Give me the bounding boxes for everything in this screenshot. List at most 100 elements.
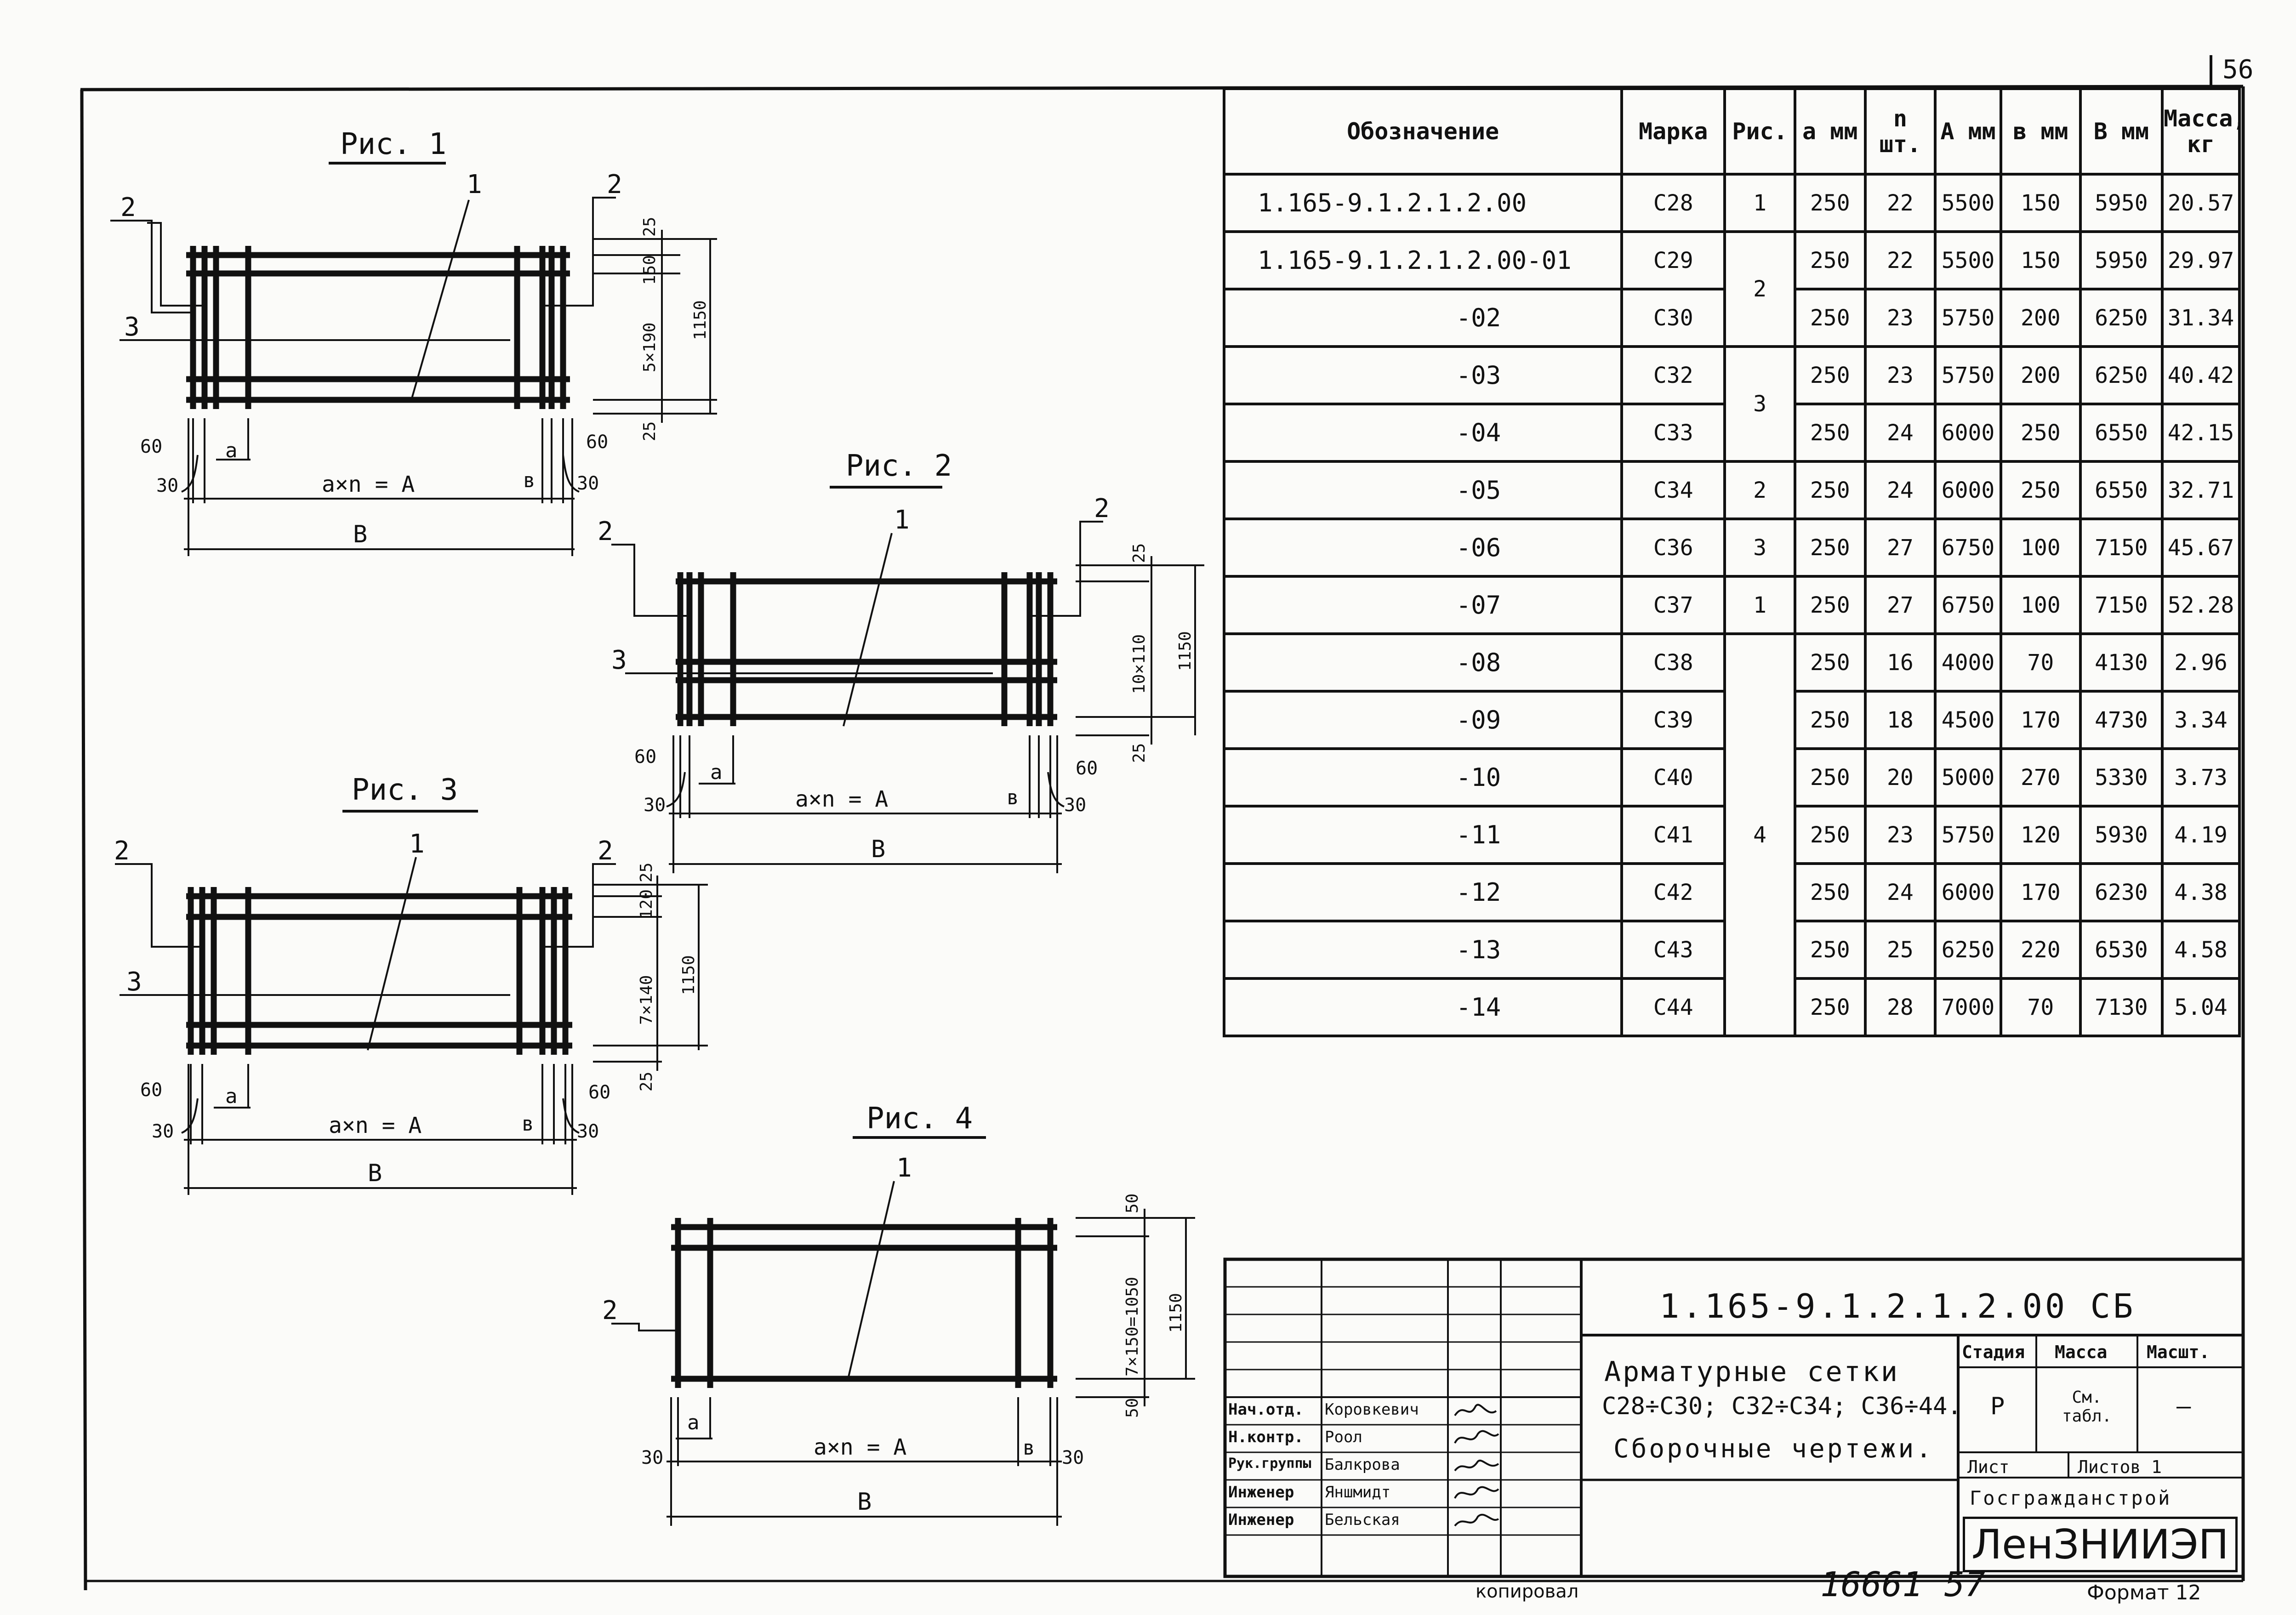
fig1-dim-b: в [523,469,536,492]
fig1-dim-a: a [225,439,238,462]
cell-mark: С37 [1620,575,1726,635]
sheets-count: Листов 1 [2078,1457,2162,1477]
fig2-dim-total: 1150 [1176,631,1195,671]
fig3-callout-2-left: 2 [114,836,130,866]
cell-mass: 4.19 [2160,805,2241,865]
mesh-2 [676,572,1057,726]
fig1-callout-2-right: 2 [607,170,622,199]
cell-A: 6750 [1934,517,2002,578]
cell-n: 28 [1863,977,1937,1037]
fig1-dim-B: B [353,521,367,548]
table-row: -06 С36 3 250 27 6750 100 7150 45.67 [1222,517,2241,578]
cell-n: 22 [1863,173,1937,233]
cell-designation: 1.165-9.1.2.1.2.00 [1222,173,1624,233]
cell-b: 250 [1999,403,2082,463]
cell-n: 24 [1863,862,1937,922]
table-row: -03 С32 3 250 23 5750 200 6250 40.42 [1222,345,2241,463]
cell-mass: 40.42 [2160,345,2241,405]
cell-b: 170 [1999,862,2082,922]
cell-B: 7130 [2079,977,2164,1037]
cell-mass: 4.38 [2160,862,2241,922]
cell-mass: 4.58 [2160,920,2241,980]
cell-b: 70 [1999,632,2082,693]
cell-a: 250 [1793,690,1867,750]
cell-a: 250 [1793,460,1867,520]
cell-B: 7150 [2079,575,2164,635]
header-B: B мм [2079,87,2164,176]
signature-role-1: Нач.отд. [1228,1400,1304,1419]
cell-designation: -10 [1222,747,1624,808]
cell-A: 7000 [1934,977,2002,1037]
cell-B: 5330 [2079,747,2164,808]
cell-n: 22 [1863,230,1937,290]
organization-ministry: Госгражданстрой [1970,1487,2172,1509]
cell-figure: 2 [1723,460,1796,520]
cell-n: 20 [1863,747,1937,808]
table-row: -08 С38 4 250 16 4000 70 4130 2.96 [1222,632,2241,1037]
scale-label: Масшт. [2147,1342,2210,1362]
archive-number: 16661 [1820,1565,1923,1604]
header-A: A мм [1934,87,2002,176]
cell-n: 23 [1863,805,1937,865]
cell-designation: -09 [1222,690,1624,750]
fig2-dim-B: B [871,836,885,863]
table-row: -11 С41 250 23 5750 120 5930 4.19 [1222,805,2241,865]
figure-3: Рис. 3 [114,773,708,1195]
fig2-dim-bottom: 25 [1130,743,1149,763]
specification-table: Обозначение Марка Рис. a мм n шт. A мм в… [1222,87,2241,1037]
signature-role-3: Рук.группы [1228,1456,1311,1472]
cell-b: 170 [1999,690,2082,750]
table-row: -14 С44 250 28 7000 70 7130 5.04 [1222,977,2241,1037]
document-code: 1.165-9.1.2.1.2.00 СБ [1659,1287,2136,1325]
cell-b: 270 [1999,747,2082,808]
fig4-dim-right30: 30 [1062,1447,1084,1468]
cell-A: 5500 [1934,173,2002,233]
fig3-dim-bottom: 25 [637,1072,656,1092]
cell-b: 100 [1999,517,2082,578]
cell-mass: 3.34 [2160,690,2241,750]
figure-4: Рис. 4 [602,1102,1195,1526]
fig2-dim-top: 25 [1130,543,1149,563]
cell-n: 18 [1863,690,1937,750]
cell-mark: С30 [1620,288,1726,348]
cell-b: 250 [1999,460,2082,520]
table-row: -05 С34 2 250 24 6000 250 6550 32.71 [1222,460,2241,520]
fig3-dim-stack: 7×140 [637,975,656,1025]
fig2-dim-left30: 30 [644,795,666,816]
cell-a: 250 [1793,805,1867,865]
sheet-frame [80,55,2245,1591]
fig2-dim-a: a [710,761,723,784]
fig2-dim-right60: 60 [1076,758,1098,779]
cell-n: 25 [1863,920,1937,980]
fig1-callout-3: 3 [124,312,140,342]
cell-designation: -13 [1222,920,1624,980]
cell-n: 24 [1863,460,1937,520]
cell-mark: С42 [1620,862,1726,922]
cell-a: 250 [1793,517,1867,578]
table-row: -09 С39 250 18 4500 170 4730 3.34 [1222,690,2241,750]
fig1-dim-right60: 60 [586,432,608,453]
cell-n: 23 [1863,288,1937,348]
figure-3-title: Рис. 3 [352,773,458,807]
cell-mass: 20.57 [2160,173,2241,233]
drawing-name-line-1: Арматурные сетки [1604,1356,1899,1388]
fig3-dim-right30: 30 [577,1121,599,1142]
fig4-dim-bottom: 50 [1123,1398,1142,1418]
header-mass: Масса, кг [2160,87,2241,176]
cell-a: 250 [1793,288,1867,348]
header-a: a мм [1793,87,1867,176]
fig3-callout-1: 1 [409,829,425,859]
figure-2-title: Рис. 2 [846,449,952,483]
cell-designation: -05 [1222,460,1624,520]
figure-1: Рис. 1 [110,127,717,556]
fig3-dim-left30: 30 [152,1121,174,1142]
cell-b: 200 [1999,345,2082,405]
cell-B: 6250 [2079,288,2164,348]
cell-A: 5000 [1934,747,2002,808]
signature-name-2: Роол [1325,1428,1362,1446]
cell-a: 250 [1793,977,1867,1037]
fig2-dim-axn: a×n = A [795,786,888,812]
copied-by-label: копировал [1476,1581,1579,1602]
fig1-dim-total: 1150 [691,300,710,340]
